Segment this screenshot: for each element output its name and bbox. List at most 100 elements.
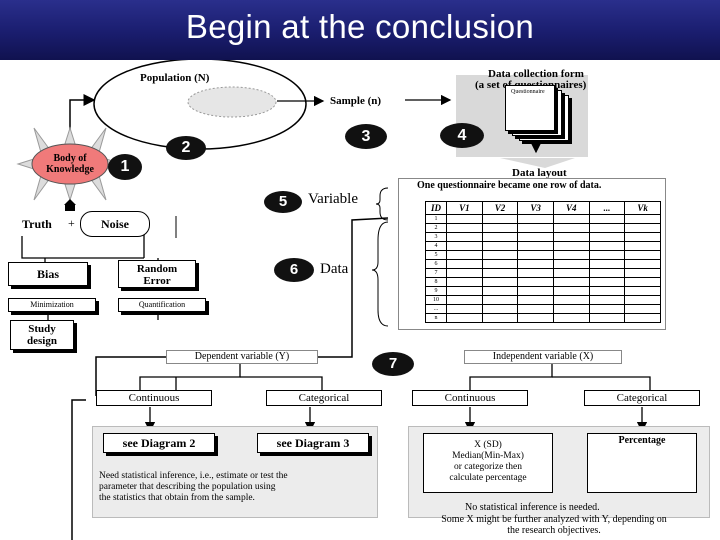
further-analysis-note: Some X might be further analyzed with Y,… <box>398 514 710 536</box>
table-row: 2 <box>425 223 661 233</box>
one-questionnaire-note: One questionnaire became one row of data… <box>417 180 602 191</box>
data-cell <box>481 214 519 224</box>
data-cell <box>517 223 554 233</box>
study-design-line-2: design <box>27 335 57 347</box>
table-row: 10 <box>425 295 661 305</box>
see-diagram-2-box[interactable]: see Diagram 2 <box>103 433 215 453</box>
badge-4: 4 <box>440 123 484 148</box>
data-cell <box>481 286 519 296</box>
x-summary-line-4: calculate percentage <box>449 473 527 483</box>
inference-panel: see Diagram 2 see Diagram 3 Need statist… <box>92 426 378 518</box>
data-cell <box>552 232 590 242</box>
see-diagram-3-box[interactable]: see Diagram 3 <box>257 433 369 453</box>
inference-note-line-1: Need statistical inference, i.e., estima… <box>99 471 288 481</box>
data-cell <box>624 259 661 269</box>
data-cell <box>552 313 590 323</box>
x-summary-box: X (SD) Median(Min-Max) or categorize the… <box>423 433 553 493</box>
data-cell <box>517 241 554 251</box>
col-header: V2 <box>481 201 519 215</box>
data-cell <box>588 259 626 269</box>
row-id-cell: ... <box>425 304 447 314</box>
table-row: ... <box>425 304 661 314</box>
sample-label: Sample (n) <box>330 95 382 107</box>
data-cell <box>624 295 661 305</box>
table-header-row: ID V1 V2 V3 V4 ... Vk <box>425 201 661 215</box>
data-cell <box>446 313 483 323</box>
dependent-continuous-box: Continuous <box>96 390 212 406</box>
body-of-knowledge: Body of Knowledge <box>40 153 100 175</box>
data-cell <box>624 286 661 296</box>
title-bar: Begin at the conclusion <box>0 0 720 60</box>
data-cell <box>552 250 590 260</box>
data-table-panel: One questionnaire became one row of data… <box>398 178 666 330</box>
row-id-cell: 9 <box>425 286 447 296</box>
data-form-title: Data collection form <box>488 68 584 80</box>
data-cell <box>446 259 483 269</box>
table-row: 6 <box>425 259 661 269</box>
data-cell <box>552 277 590 287</box>
data-cell <box>517 259 554 269</box>
variable-label: Variable <box>308 191 358 207</box>
data-cell <box>552 223 590 233</box>
data-cell <box>446 304 483 314</box>
slide-title: Begin at the conclusion <box>185 8 535 45</box>
body-of-knowledge-line-2: Knowledge <box>46 164 94 175</box>
data-cell <box>481 223 519 233</box>
data-cell <box>588 250 626 260</box>
data-cell <box>517 232 554 242</box>
col-header: V3 <box>517 201 554 215</box>
data-cell <box>624 250 661 260</box>
random-error-line-2: Error <box>143 275 171 287</box>
data-cell <box>481 232 519 242</box>
data-cell <box>552 259 590 269</box>
badge-6: 6 <box>274 258 314 282</box>
row-id-cell: 4 <box>425 241 447 251</box>
data-cell <box>517 277 554 287</box>
table-row: 1 <box>425 214 661 224</box>
inference-note-line-3: the statistics that obtain from the samp… <box>99 493 255 503</box>
data-cell <box>588 268 626 278</box>
data-cell <box>624 241 661 251</box>
data-cell <box>446 214 483 224</box>
table-row: 9 <box>425 286 661 296</box>
data-cell <box>517 304 554 314</box>
no-inference-note: No statistical inference is needed. <box>465 502 600 513</box>
percentage-box: Percentage <box>587 433 697 493</box>
data-cell <box>624 232 661 242</box>
x-summary-line-2: Median(Min-Max) <box>452 451 524 461</box>
independent-variable-box: Independent variable (X) <box>464 350 622 364</box>
questionnaire-label: Questionnaire <box>511 89 545 95</box>
x-summary-line-1: X (SD) <box>474 440 502 450</box>
data-cell <box>624 268 661 278</box>
data-cell <box>624 277 661 287</box>
descriptive-panel: X (SD) Median(Min-Max) or categorize the… <box>408 426 710 518</box>
badge-1: 1 <box>108 154 142 180</box>
data-cell <box>481 268 519 278</box>
table-row: 3 <box>425 232 661 242</box>
data-cell <box>588 286 626 296</box>
plus-sign: + <box>68 216 75 230</box>
data-cell <box>481 241 519 251</box>
data-cell <box>446 268 483 278</box>
row-id-cell: 8 <box>425 277 447 287</box>
data-cell <box>517 295 554 305</box>
badge-2: 2 <box>166 136 206 160</box>
col-header: V4 <box>552 201 590 215</box>
data-cell <box>481 295 519 305</box>
data-cell <box>446 232 483 242</box>
col-header: Vk <box>624 201 661 215</box>
independent-continuous-box: Continuous <box>412 390 528 406</box>
data-cell <box>624 214 661 224</box>
table-row: 5 <box>425 250 661 260</box>
study-design-line-1: Study <box>28 323 56 335</box>
data-cell <box>481 277 519 287</box>
row-id-cell: 3 <box>425 232 447 242</box>
data-cell <box>517 268 554 278</box>
data-cell <box>588 295 626 305</box>
study-design-box: Study design <box>10 320 74 350</box>
data-cell <box>552 214 590 224</box>
data-cell <box>517 313 554 323</box>
badge-3: 3 <box>345 124 387 149</box>
inference-note-line-2: parameter that describing the population… <box>99 482 276 492</box>
